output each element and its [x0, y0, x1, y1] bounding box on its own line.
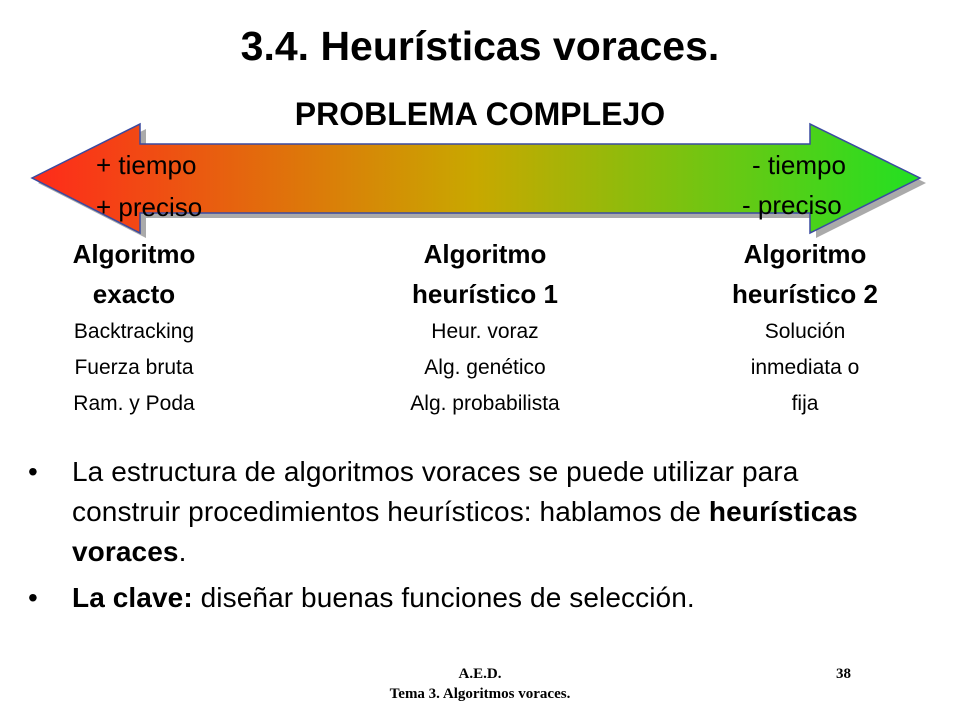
- bullet-list: • La estructura de algoritmos voraces se…: [28, 452, 908, 624]
- column-heading-line: heurístico 2: [732, 279, 878, 309]
- double-arrow-body: [30, 122, 922, 235]
- column-item: Solución: [764, 320, 846, 343]
- column-item: Alg. probabilista: [410, 392, 560, 415]
- page-number: 38: [836, 666, 851, 682]
- bullet-text-end: .: [178, 536, 187, 567]
- bullet-text: La estructura de algoritmos voraces se p…: [72, 456, 799, 527]
- column-item: inmediata o: [750, 356, 860, 379]
- arrow-right-line2: - preciso: [742, 190, 842, 220]
- column-heading-line: heurístico 1: [412, 279, 558, 309]
- footer: A.E.D. Tema 3. Algoritmos voraces.: [0, 664, 960, 704]
- column-heading-line: exacto: [92, 279, 176, 309]
- column-item: Alg. genético: [424, 356, 546, 379]
- column-heading-line: Algoritmo: [423, 239, 547, 269]
- arrow-right-line1: - tiempo: [752, 150, 846, 180]
- bullet-text: diseñar buenas funciones de selección.: [192, 582, 695, 613]
- bullet-dot-icon: •: [28, 456, 38, 487]
- bullet-item: • La estructura de algoritmos voraces se…: [28, 452, 908, 572]
- column-item: fija: [791, 392, 819, 415]
- footer-line1: A.E.D.: [458, 666, 502, 682]
- arrow-left-line2: + preciso: [96, 192, 203, 222]
- bullet-bold-text: heurísticas voraces: [72, 496, 858, 567]
- footer-line2: Tema 3. Algoritmos voraces.: [389, 686, 571, 702]
- column-heading-line: Algoritmo: [72, 239, 196, 269]
- problem-title: PROBLEMA COMPLEJO: [294, 96, 666, 132]
- arrow-left-line1: + tiempo: [96, 150, 197, 180]
- column-item: Heur. voraz: [431, 320, 539, 343]
- column-item: Fuerza bruta: [74, 356, 194, 379]
- bullet-item: • La clave: diseñar buenas funciones de …: [28, 578, 908, 618]
- double-arrow: [30, 122, 926, 238]
- bullet-bold-text: La clave:: [72, 582, 193, 613]
- column-heuristico-1: Algoritmo heurístico 1 Heur. voraz Alg. …: [355, 234, 615, 422]
- column-heuristico-2: Algoritmo heurístico 2 Solución inmediat…: [675, 234, 935, 422]
- bullet-dot-icon: •: [28, 582, 38, 613]
- column-item: Backtracking: [73, 320, 195, 343]
- column-heading-line: Algoritmo: [743, 239, 867, 269]
- column-exacto: Algoritmo exacto Backtracking Fuerza bru…: [4, 234, 264, 422]
- column-item: Ram. y Poda: [73, 392, 195, 415]
- slide-title: 3.4. Heurísticas voraces.: [240, 23, 720, 69]
